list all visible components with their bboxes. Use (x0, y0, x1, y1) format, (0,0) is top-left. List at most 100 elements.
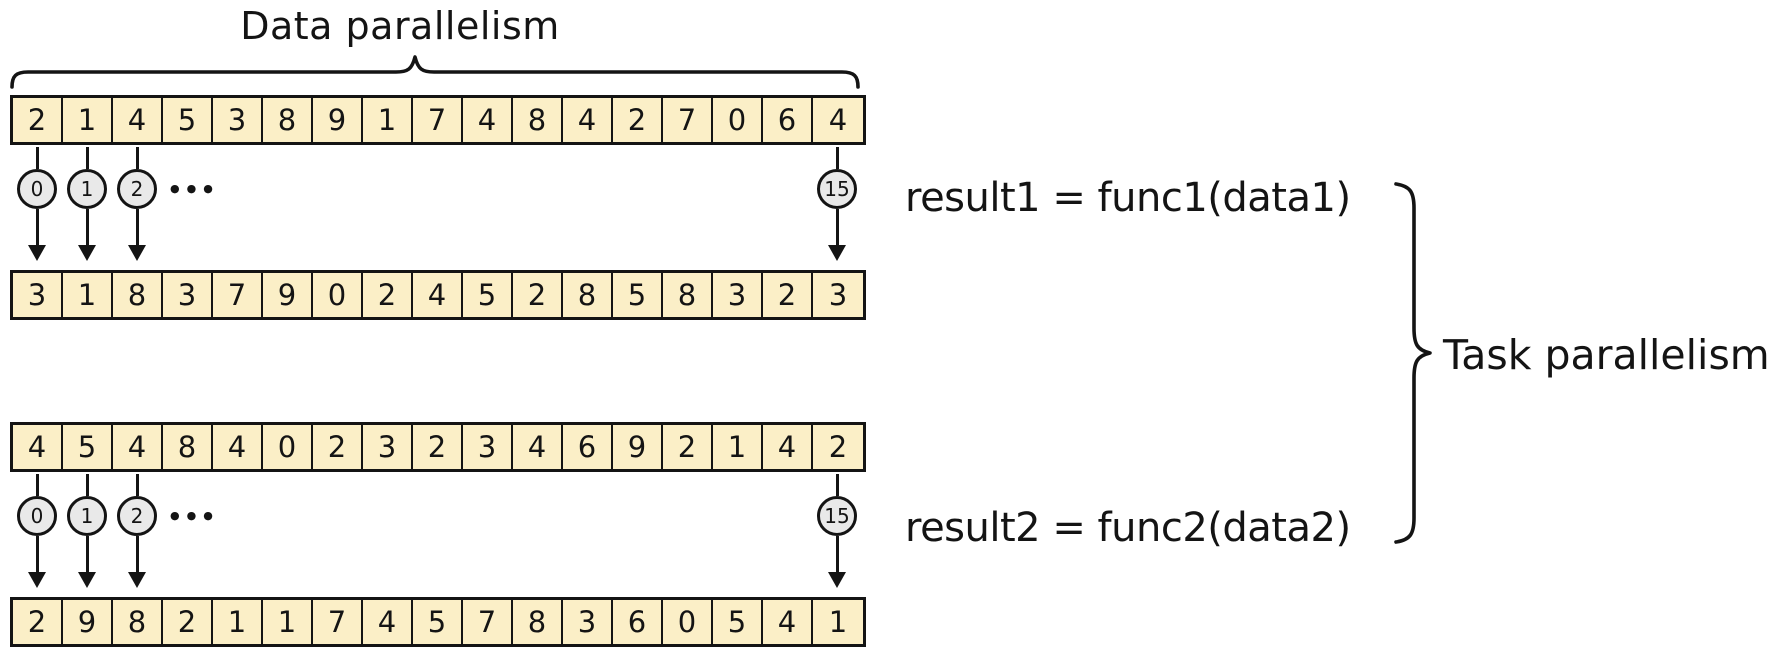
array-cell: 3 (813, 273, 863, 317)
task-parallelism-brace (1394, 182, 1432, 544)
array-cell: 3 (463, 425, 513, 469)
array-cell: 2 (663, 425, 713, 469)
array-cell: 5 (163, 98, 213, 142)
processor-unit-15: 15 (813, 474, 861, 588)
array-cell: 7 (313, 600, 363, 644)
array-cell: 7 (463, 600, 513, 644)
stem-line (835, 147, 839, 169)
array-cell: 4 (813, 98, 863, 142)
array-cell: 2 (763, 273, 813, 317)
arrow-line (835, 209, 839, 245)
array-cell: 2 (13, 600, 63, 644)
array-cell: 3 (213, 98, 263, 142)
array-cell: 5 (713, 600, 763, 644)
arrow-down-icon (78, 572, 96, 588)
processor-circle: 2 (117, 496, 157, 536)
array-cell: 2 (363, 273, 413, 317)
array-cell: 4 (763, 425, 813, 469)
arrow-line (85, 209, 89, 245)
stem-line (135, 474, 139, 496)
arrow-line (835, 536, 839, 572)
array-cell: 9 (63, 600, 113, 644)
arrow-line (85, 536, 89, 572)
array-cell: 0 (713, 98, 763, 142)
ellipsis-dots: ●●● (170, 509, 220, 522)
processor-unit-0: 0 (13, 147, 61, 261)
arrow-down-icon (828, 572, 846, 588)
arrow-down-icon (78, 245, 96, 261)
stem-line (85, 147, 89, 169)
array-cell: 4 (463, 98, 513, 142)
array-cell: 7 (663, 98, 713, 142)
array-cell: 4 (513, 425, 563, 469)
array-cell: 9 (313, 98, 363, 142)
processor-circle: 15 (817, 496, 857, 536)
array-cell: 0 (313, 273, 363, 317)
array-cell: 2 (813, 425, 863, 469)
arrow-down-icon (28, 245, 46, 261)
array-cell: 2 (163, 600, 213, 644)
ellipsis-dots: ●●● (170, 182, 220, 195)
array-cell: 5 (63, 425, 113, 469)
array-cell: 9 (613, 425, 663, 469)
array-cell: 3 (713, 273, 763, 317)
array-cell: 1 (213, 600, 263, 644)
array-cell: 2 (13, 98, 63, 142)
array-cell: 5 (413, 600, 463, 644)
array-cell: 8 (663, 273, 713, 317)
array-cell: 3 (563, 600, 613, 644)
array-cell: 7 (213, 273, 263, 317)
arrow-line (35, 209, 39, 245)
array-cell: 3 (363, 425, 413, 469)
array-cell: 1 (63, 273, 113, 317)
arrow-down-icon (828, 245, 846, 261)
data-parallelism-title: Data parallelism (240, 4, 560, 48)
array-cell: 5 (613, 273, 663, 317)
processor-circle: 0 (17, 496, 57, 536)
array-cell: 1 (263, 600, 313, 644)
array-cell: 4 (413, 273, 463, 317)
array-cell: 6 (563, 425, 613, 469)
array-cell: 8 (513, 600, 563, 644)
array-cell: 8 (513, 98, 563, 142)
stem-line (135, 147, 139, 169)
array-cell: 8 (113, 273, 163, 317)
processor-circle: 15 (817, 169, 857, 209)
processor-unit-2: 2 (113, 474, 161, 588)
stem-line (85, 474, 89, 496)
array-cell: 5 (463, 273, 513, 317)
array-cell: 4 (763, 600, 813, 644)
array-cell: 8 (163, 425, 213, 469)
array-cell: 6 (763, 98, 813, 142)
array-cell: 2 (413, 425, 463, 469)
arrow-down-icon (28, 572, 46, 588)
processor-unit-2: 2 (113, 147, 161, 261)
stem-line (35, 147, 39, 169)
array-cell: 1 (63, 98, 113, 142)
arrow-down-icon (128, 245, 146, 261)
array-cell: 2 (513, 273, 563, 317)
array-cell: 8 (263, 98, 313, 142)
processor-circle: 2 (117, 169, 157, 209)
data-parallelism-brace (10, 55, 860, 89)
arrow-line (135, 536, 139, 572)
stem-line (35, 474, 39, 496)
array-cell: 0 (663, 600, 713, 644)
processor-unit-1: 1 (63, 147, 111, 261)
arrow-line (135, 209, 139, 245)
array-cell: 0 (263, 425, 313, 469)
task-parallelism-title: Task parallelism (1443, 331, 1770, 379)
array-cell: 1 (363, 98, 413, 142)
array-cell: 2 (313, 425, 363, 469)
result1-label: result1 = func1(data1) (905, 175, 1351, 221)
processor-unit-0: 0 (13, 474, 61, 588)
stem-line (835, 474, 839, 496)
processor-circle: 0 (17, 169, 57, 209)
array-cell: 2 (613, 98, 663, 142)
processor-unit-15: 15 (813, 147, 861, 261)
